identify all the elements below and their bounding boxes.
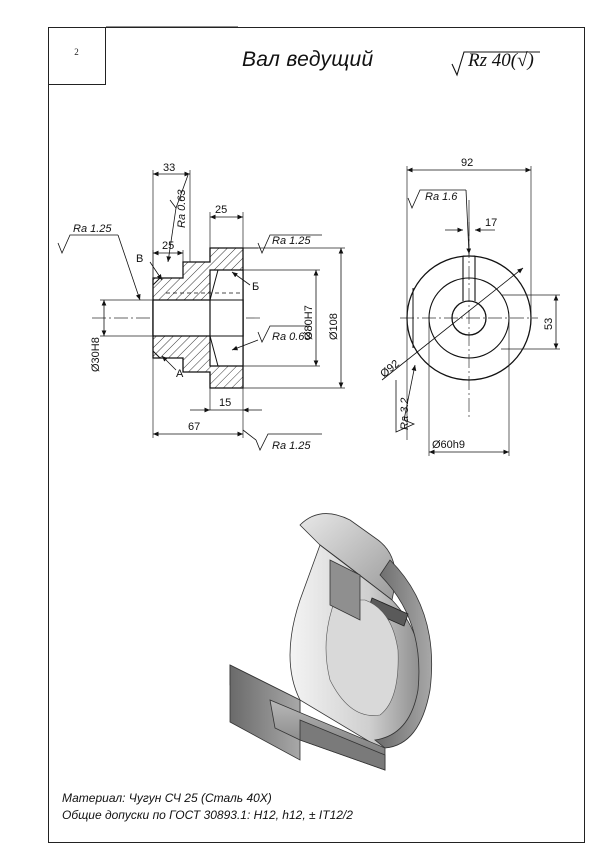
label-b: Б bbox=[252, 281, 259, 293]
sheet-frame bbox=[48, 27, 585, 843]
dim-92-top: 92 bbox=[461, 157, 473, 169]
label-v: В bbox=[136, 253, 143, 265]
dim-d92-diag: Ø92 bbox=[378, 358, 402, 381]
front-view-section: 33 25 25 Ra 1.25 Ra 1.25 Ra 0.63 Ra 1.25… bbox=[57, 162, 345, 452]
dim-53: 53 bbox=[543, 318, 555, 330]
dim-d108: Ø108 bbox=[328, 313, 340, 340]
sheet-number: 2 bbox=[74, 47, 79, 57]
dim-67: 67 bbox=[188, 421, 200, 433]
ra-063-mid: Ra 0.63 bbox=[272, 331, 311, 343]
side-view: 92 Ra 1.6 17 Ø60h9 53 Ø92 Ra 3.2 bbox=[378, 157, 560, 456]
material-note: Материал: Чугун СЧ 25 (Сталь 40Х) bbox=[62, 791, 272, 805]
ra-32: Ra 3.2 bbox=[399, 398, 411, 430]
ra-16: Ra 1.6 bbox=[425, 191, 458, 203]
ra-125-left: Ra 1.25 bbox=[73, 223, 112, 235]
dim-17: 17 bbox=[485, 217, 497, 229]
dim-25-left: 25 bbox=[162, 240, 174, 252]
label-a: А bbox=[176, 368, 184, 380]
roughness-general-symbol bbox=[451, 51, 540, 77]
ra-063-top: Ra 0.63 bbox=[176, 189, 188, 228]
isometric-view bbox=[229, 513, 433, 771]
ra-125-right: Ra 1.25 bbox=[272, 235, 311, 247]
dim-d30h8: Ø30H8 bbox=[90, 337, 102, 372]
tolerance-note: Общие допуски по ГОСТ 30893.1: H12, h12,… bbox=[62, 808, 353, 822]
drawing-title: Вал ведущий bbox=[242, 48, 374, 71]
dim-d60h9: Ø60h9 bbox=[432, 439, 465, 451]
dim-d80h7: Ø80H7 bbox=[303, 305, 315, 340]
dim-15: 15 bbox=[219, 397, 231, 409]
dim-33: 33 bbox=[163, 162, 175, 174]
roughness-general: Rz 40(√) bbox=[468, 50, 534, 71]
sheet-number-box: 2 bbox=[48, 27, 106, 85]
ra-125-bottom: Ra 1.25 bbox=[272, 440, 311, 452]
notes-block: Материал: Чугун СЧ 25 (Сталь 40Х) Общие … bbox=[62, 790, 353, 824]
dim-25-top: 25 bbox=[215, 204, 227, 216]
